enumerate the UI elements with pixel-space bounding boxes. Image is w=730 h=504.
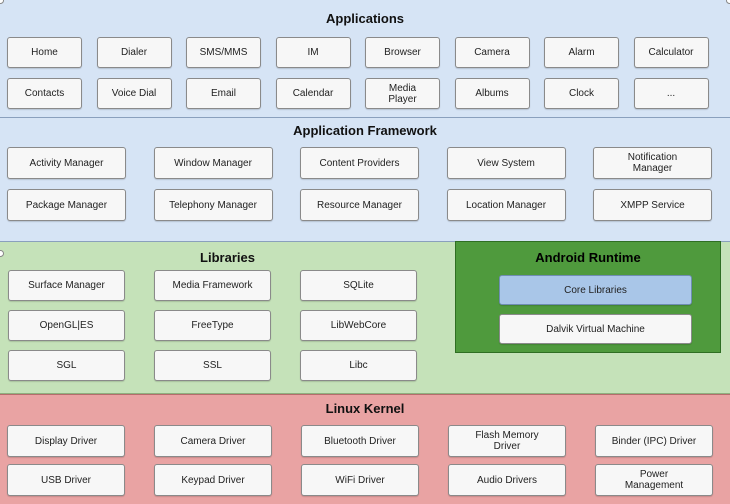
applications-box-more: ... — [633, 78, 709, 109]
kernel-box-camera-driver: Camera Driver — [154, 425, 272, 457]
kernel-box-bluetooth-driver: Bluetooth Driver — [301, 425, 419, 457]
android-runtime-title: Android Runtime — [535, 250, 641, 265]
runtime-box-core-libraries: Core Libraries — [499, 275, 692, 305]
libraries-box-libwebcore: LibWebCore — [300, 310, 417, 341]
connector-dot — [726, 0, 730, 4]
framework-box-activity-manager: Activity Manager — [7, 147, 126, 179]
applications-box-calendar: Calendar — [275, 78, 351, 109]
framework-box-window-manager: Window Manager — [153, 147, 273, 179]
applications-box-clock: Clock — [544, 78, 619, 109]
linux-kernel-layer: Linux Kernel Display Driver Camera Driver… — [0, 394, 730, 504]
applications-box-contacts: Contacts — [7, 78, 82, 109]
framework-box-content-providers: Content Providers — [300, 147, 419, 179]
libraries-box-sqlite: SQLite — [300, 270, 417, 301]
applications-box-camera: Camera — [454, 37, 530, 68]
applications-box-home: Home — [7, 37, 82, 68]
framework-box-xmpp-service: XMPP Service — [593, 189, 712, 221]
kernel-box-flash-memory-driver: Flash Memory Driver — [448, 425, 566, 457]
kernel-box-wifi-driver: WiFi Driver — [301, 464, 419, 496]
applications-box-voice-dial: Voice Dial — [96, 78, 172, 109]
connector-dot — [0, 250, 4, 257]
framework-box-notification-manager: Notification Manager — [593, 147, 712, 179]
applications-box-alarm: Alarm — [544, 37, 619, 68]
applications-box-dialer: Dialer — [96, 37, 172, 68]
kernel-box-binder-ipc-driver: Binder (IPC) Driver — [595, 425, 713, 457]
applications-title: Applications — [325, 11, 404, 26]
libraries-box-ssl: SSL — [154, 350, 271, 381]
framework-box-view-system: View System — [446, 147, 566, 179]
framework-box-location-manager: Location Manager — [446, 189, 566, 221]
libraries-box-sgl: SGL — [8, 350, 125, 381]
framework-box-package-manager: Package Manager — [7, 189, 126, 221]
kernel-box-usb-driver: USB Driver — [7, 464, 125, 496]
kernel-box-audio-drivers: Audio Drivers — [448, 464, 566, 496]
kernel-box-power-management: Power Management — [595, 464, 713, 496]
libraries-title: Libraries — [200, 250, 255, 265]
applications-box-sms-mms: SMS/MMS — [186, 37, 261, 68]
application-framework-title: Application Framework — [293, 123, 437, 138]
framework-box-resource-manager: Resource Manager — [300, 189, 419, 221]
libraries-box-freetype: FreeType — [154, 310, 271, 341]
kernel-box-display-driver: Display Driver — [7, 425, 125, 457]
applications-box-albums: Albums — [454, 78, 530, 109]
kernel-box-keypad-driver: Keypad Driver — [154, 464, 272, 496]
runtime-box-dalvik-virtual-machine: Dalvik Virtual Machine — [499, 314, 692, 344]
applications-box-browser: Browser — [365, 37, 440, 68]
applications-box-im: IM — [275, 37, 351, 68]
libraries-box-libc: Libc — [300, 350, 417, 381]
linux-kernel-title: Linux Kernel — [325, 401, 405, 416]
connector-dot — [0, 0, 4, 4]
applications-box-media-player: Media Player — [365, 78, 440, 109]
application-framework-layer: Application Framework Activity Manager Wi… — [0, 118, 730, 242]
framework-box-telephony-manager: Telephony Manager — [153, 189, 273, 221]
applications-box-email: Email — [186, 78, 261, 109]
libraries-box-media-framework: Media Framework — [154, 270, 271, 301]
libraries-box-opengl-es: OpenGL|ES — [8, 310, 125, 341]
applications-box-calculator: Calculator — [633, 37, 709, 68]
libraries-box-surface-manager: Surface Manager — [8, 270, 125, 301]
